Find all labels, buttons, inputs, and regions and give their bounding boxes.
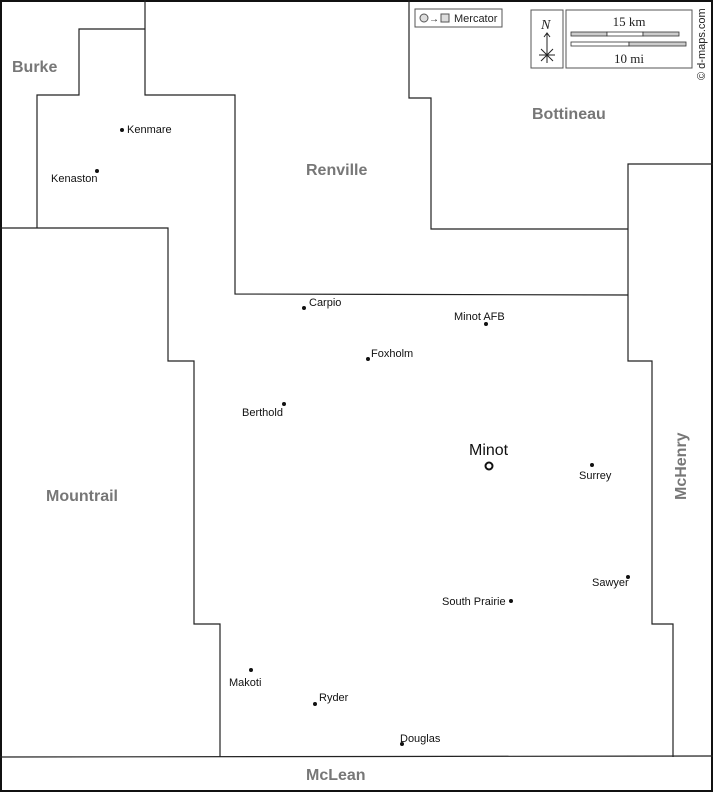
projection-legend: → Mercator [414, 8, 503, 28]
city-south-prairie: South Prairie [442, 596, 506, 608]
city-carpio: Carpio [309, 297, 341, 309]
county-mchenry: McHenry [673, 432, 690, 500]
city-minot: Minot [469, 442, 509, 459]
scale-mi-label: 10 mi [614, 51, 644, 66]
city-kenmare: Kenmare [127, 124, 172, 136]
scale-bar: 15 km 10 mi [565, 9, 693, 69]
square-icon [440, 13, 450, 23]
county-mountrail: Mountrail [46, 488, 118, 505]
credit: © d-maps.com [696, 8, 708, 80]
arrow-icon: → [429, 14, 439, 25]
county-burke: Burke [12, 59, 57, 76]
city-minot-afb: Minot AFB [454, 311, 505, 323]
circle-icon [419, 13, 429, 23]
county-renville: Renville [306, 162, 367, 179]
city-foxholm: Foxholm [371, 348, 413, 360]
city-sawyer: Sawyer [592, 577, 629, 589]
minot-marker [484, 461, 494, 471]
scale-km-label: 15 km [613, 14, 646, 29]
city-ryder: Ryder [319, 692, 349, 704]
city-douglas: Douglas [400, 733, 441, 745]
county-mclean: McLean [306, 767, 366, 784]
county-bottineau: Bottineau [532, 106, 606, 123]
city-makoti: Makoti [229, 677, 261, 689]
county-borders [0, 0, 713, 758]
city-kenaston: Kenaston [51, 173, 97, 185]
city-berthold: Berthold [242, 407, 283, 419]
city-dots [95, 128, 630, 746]
projection-label: Mercator [454, 13, 498, 25]
city-surrey: Surrey [579, 470, 612, 482]
north-arrow: N [530, 9, 564, 69]
north-label: N [540, 18, 551, 33]
